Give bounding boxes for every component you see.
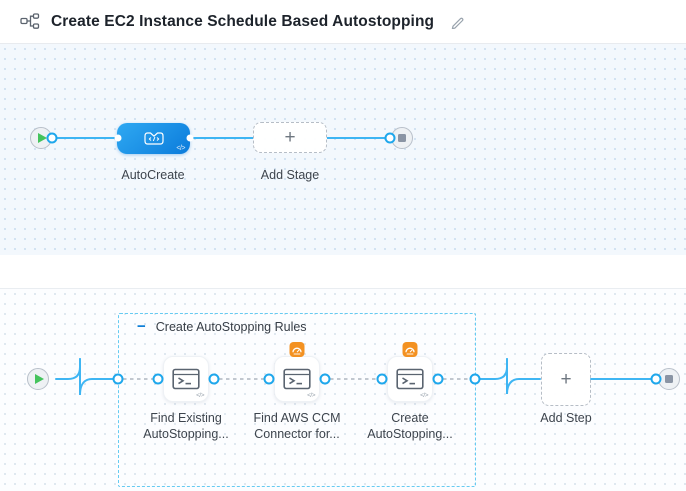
add-stage-label: Add Stage — [260, 168, 320, 182]
ccm-gauge-icon — [402, 342, 418, 357]
code-glyph: </> — [176, 145, 185, 152]
plus-icon: + — [560, 369, 572, 390]
code-glyph: </> — [307, 392, 315, 399]
code-glyph: </> — [420, 392, 428, 399]
ccm-gauge-icon — [289, 342, 305, 357]
step-label: Find AWS CCM Connector for... — [253, 411, 341, 441]
shell-script-terminal-icon — [396, 368, 424, 390]
pipeline-title: Create EC2 Instance Schedule Based Autos… — [51, 12, 435, 30]
add-stage-button[interactable]: + — [253, 122, 327, 153]
stage-connectors — [46, 132, 396, 144]
canvas-divider — [0, 255, 686, 288]
stage-label: AutoCreate — [121, 168, 185, 182]
stop-square-icon — [665, 375, 673, 383]
add-step-label: Add Step — [540, 411, 592, 425]
stage-start-node[interactable] — [30, 127, 52, 149]
stage-end-node[interactable] — [391, 127, 413, 149]
step-node-find-aws-ccm-connector[interactable]: </> — [274, 342, 320, 402]
step-node-find-existing-autostopping[interactable]: </> — [163, 356, 209, 402]
pipeline-graph-icon — [20, 13, 41, 30]
plus-icon: + — [284, 127, 296, 148]
execution-start-node[interactable] — [27, 368, 49, 390]
edit-pencil-icon[interactable] — [450, 14, 465, 29]
step-label: Create AutoStopping... — [367, 411, 453, 441]
stage-node-autocreate[interactable]: </> — [117, 123, 190, 154]
stop-square-icon — [398, 134, 406, 142]
step-group-label: Create AutoStopping Rules — [155, 320, 307, 334]
shell-script-terminal-icon — [172, 368, 200, 390]
step-node-create-autostopping[interactable]: </> — [387, 342, 433, 402]
pipeline-header: Create EC2 Instance Schedule Based Autos… — [0, 0, 686, 44]
execution-end-node[interactable] — [658, 368, 680, 390]
play-icon — [34, 374, 44, 384]
custom-stage-icon — [143, 132, 164, 145]
step-group-create-autostopping-rules: − Create AutoStopping Rules — [118, 313, 476, 487]
stage-canvas[interactable]: </> AutoCreate + Add Stage — [0, 44, 686, 255]
shell-script-terminal-icon — [283, 368, 311, 390]
code-glyph: </> — [196, 392, 204, 399]
execution-canvas[interactable]: − Create AutoStopping Rules — [0, 288, 686, 491]
collapse-group-button[interactable]: − — [137, 318, 146, 335]
play-icon — [37, 133, 47, 143]
step-group-header: − Create AutoStopping Rules — [135, 318, 307, 335]
add-step-button[interactable]: + — [541, 353, 591, 406]
step-label: Find Existing AutoStopping... — [143, 411, 229, 441]
